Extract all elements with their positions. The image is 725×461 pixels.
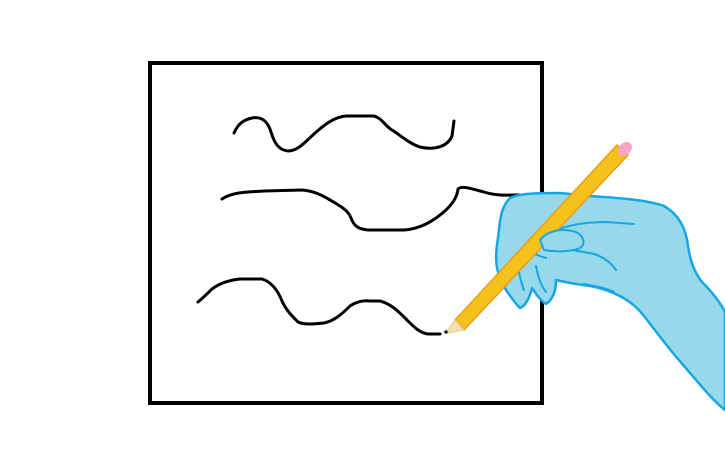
scribble-line-2 <box>220 185 522 232</box>
pencil-eraser <box>617 141 633 157</box>
palm-line <box>583 283 615 293</box>
thumb-shape <box>539 229 585 253</box>
pinky-crease <box>535 265 547 293</box>
paper-sheet <box>148 61 544 405</box>
scribble-line-3 <box>196 277 442 336</box>
scribble-lines <box>196 114 522 336</box>
pencil-wood-tip <box>445 319 465 334</box>
pencil-lead <box>444 330 448 334</box>
scribble-line-1 <box>232 114 456 153</box>
